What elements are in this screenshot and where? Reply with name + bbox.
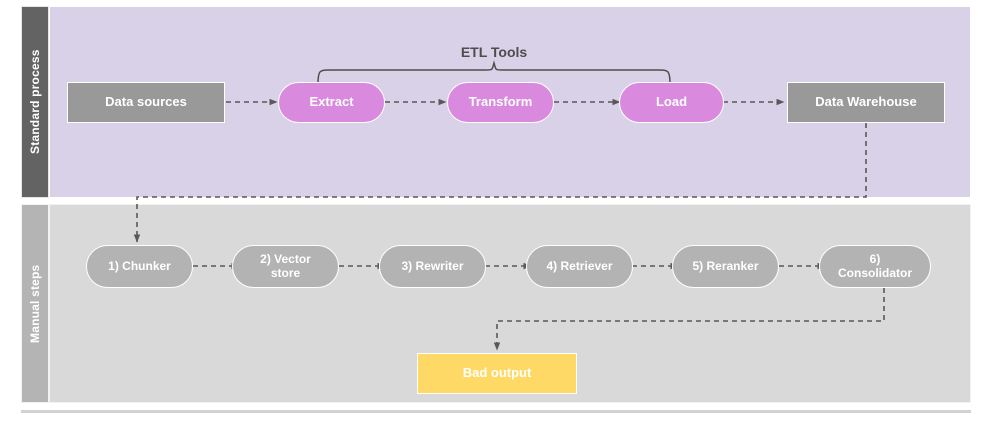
lane-standard-process-header: Standard process xyxy=(21,6,49,198)
node-load[interactable]: Load xyxy=(619,82,724,123)
node-retriever[interactable]: 4) Retriever xyxy=(526,245,633,288)
node-vector-store[interactable]: 2) Vector store xyxy=(232,245,339,288)
node-bad-output[interactable]: Bad output xyxy=(417,353,577,394)
bottom-divider xyxy=(21,410,971,413)
node-transform[interactable]: Transform xyxy=(447,82,554,123)
node-consolidator[interactable]: 6) Consolidator xyxy=(819,245,931,288)
etl-tools-label: ETL Tools xyxy=(460,44,528,60)
node-extract[interactable]: Extract xyxy=(278,82,385,123)
lane-manual-steps-header: Manual steps xyxy=(21,204,49,403)
node-data-warehouse[interactable]: Data Warehouse xyxy=(787,82,945,123)
node-chunker[interactable]: 1) Chunker xyxy=(86,245,193,288)
node-rewriter[interactable]: 3) Rewriter xyxy=(379,245,486,288)
node-data-sources[interactable]: Data sources xyxy=(67,82,225,123)
node-reranker[interactable]: 5) Reranker xyxy=(672,245,779,288)
